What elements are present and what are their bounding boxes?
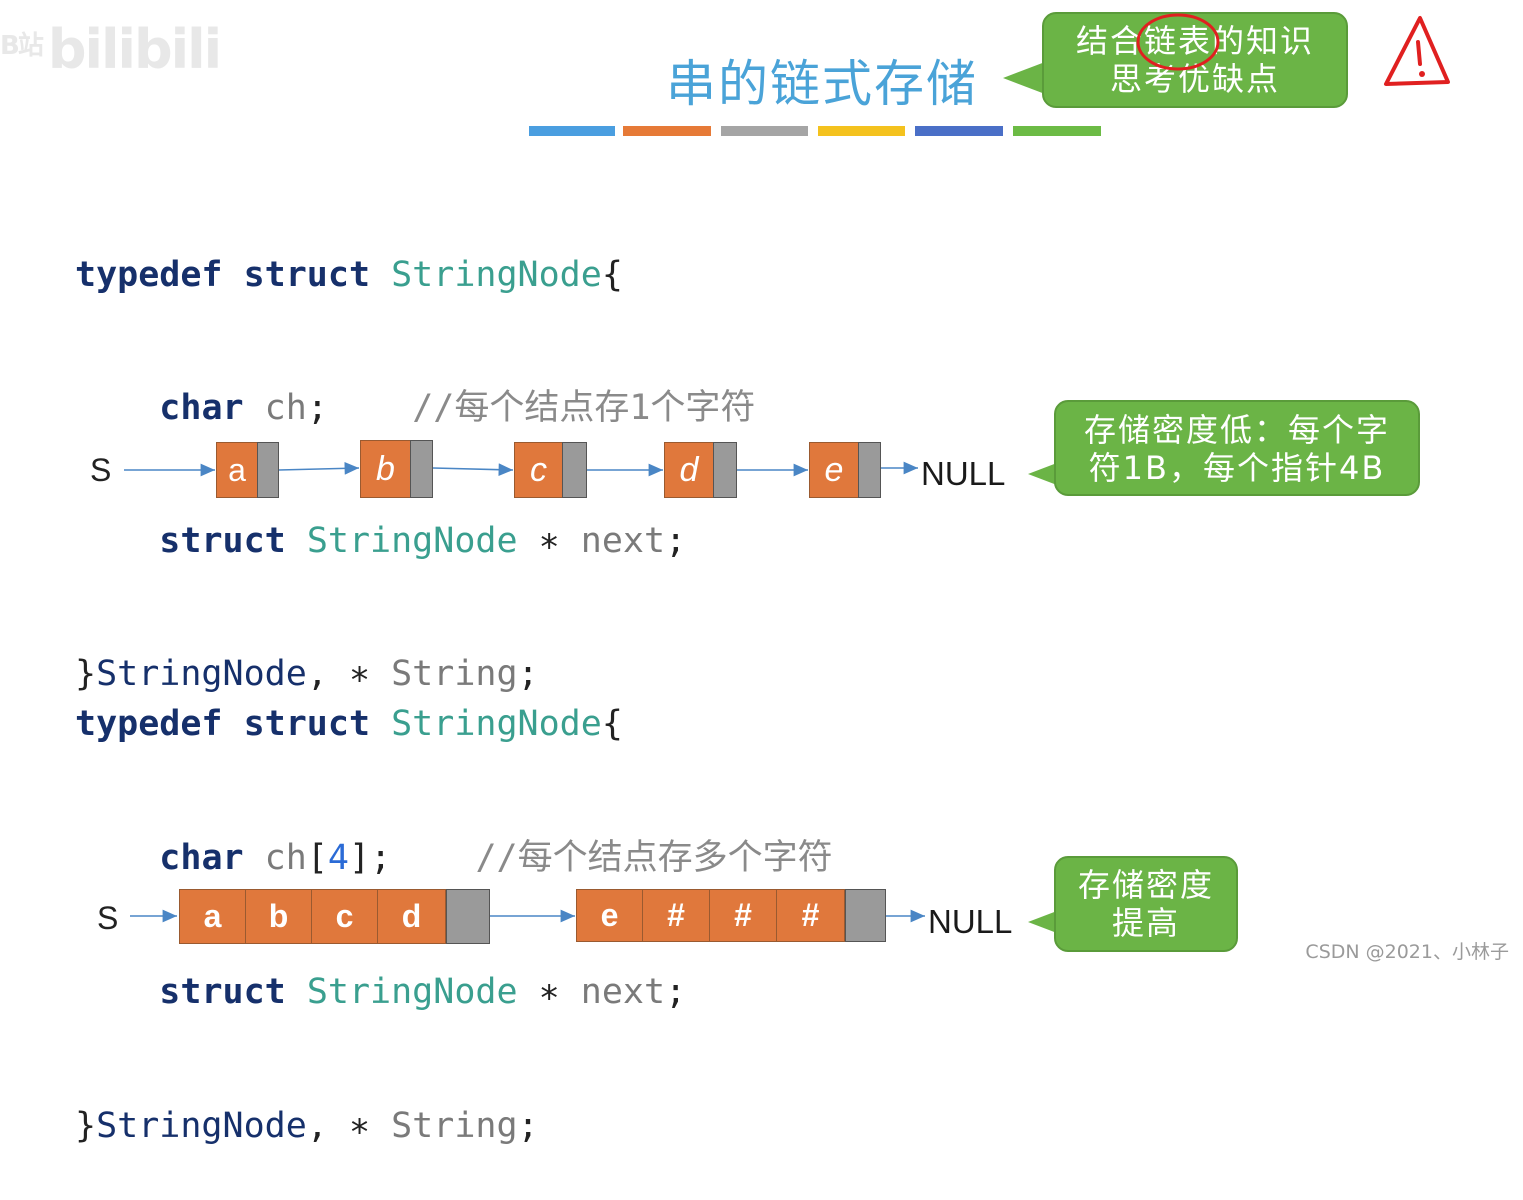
node5-pointer — [858, 442, 881, 498]
code1-line-1: typedef struct StringNode{ — [75, 255, 623, 295]
node4-pointer — [713, 442, 737, 498]
page-title: 串的链式存储 — [666, 55, 978, 113]
diagram2-null: NULL — [928, 903, 1013, 940]
node2a-pointer — [446, 889, 490, 944]
node2a-char-d: d — [377, 889, 446, 944]
node2b-char-e: e — [576, 889, 643, 942]
node2b-char-hash-2: # — [709, 889, 777, 942]
red-circle-annotation — [1136, 13, 1220, 71]
code2-line-4: }StringNode, ∗ String; — [75, 1106, 539, 1146]
callout-density-low: 存储密度低：每个字 符1B，每个指针4B — [1054, 400, 1420, 496]
title-stripe-5 — [915, 126, 1003, 136]
code1-line-4: }StringNode, ∗ String; — [75, 654, 539, 694]
title-stripe-6 — [1013, 126, 1101, 136]
code2-line-1: typedef struct StringNode{ — [75, 704, 623, 744]
diagram2-head-label: S — [97, 900, 119, 936]
diagram1-arrows — [124, 461, 925, 923]
title-stripe-2 — [623, 126, 711, 136]
diagram1-null: NULL — [921, 455, 1006, 492]
node3-char-c: c — [514, 442, 563, 498]
node4-char-d: d — [664, 442, 714, 498]
node2a-char-c: c — [311, 889, 378, 944]
callout-linked-list-hint: 结合链表的知识 思考优缺点 — [1042, 12, 1348, 108]
node2b-char-hash-1: # — [642, 889, 710, 942]
node2-pointer — [410, 440, 433, 498]
node1-char-a: a — [216, 442, 258, 498]
code1-line-3: struct StringNode ∗ next; — [159, 521, 687, 561]
callout-density-high: 存储密度 提高 — [1054, 856, 1238, 952]
title-stripe-3 — [721, 126, 808, 136]
node2b-char-hash-3: # — [776, 889, 845, 942]
title-stripe-1 — [529, 126, 615, 136]
title-stripe-4 — [818, 126, 905, 136]
node2-char-b: b — [360, 440, 411, 498]
warning-triangle-icon — [1384, 16, 1450, 86]
diagram1-head-label: S — [90, 452, 112, 488]
code2-line-3: struct StringNode ∗ next; — [159, 972, 687, 1012]
node2a-char-b: b — [245, 889, 312, 944]
node2b-pointer — [845, 889, 886, 942]
code1-line-2: char ch; //每个结点存1个字符 — [159, 388, 756, 428]
code2-line-2: char ch[4]; //每个结点存多个字符 — [159, 838, 833, 878]
node2a-char-a: a — [179, 889, 246, 944]
code-block-1: typedef struct StringNode{ char ch; //每个… — [75, 175, 755, 747]
node5-char-e: e — [809, 442, 859, 498]
arrow-a-to-b — [278, 461, 360, 475]
csdn-footer: CSDN @2021、小林子 — [1305, 941, 1509, 963]
callout-top-tail — [1003, 62, 1045, 94]
node3-pointer — [562, 442, 587, 498]
node1-pointer — [257, 442, 279, 498]
arrow-b-to-c — [432, 463, 514, 477]
